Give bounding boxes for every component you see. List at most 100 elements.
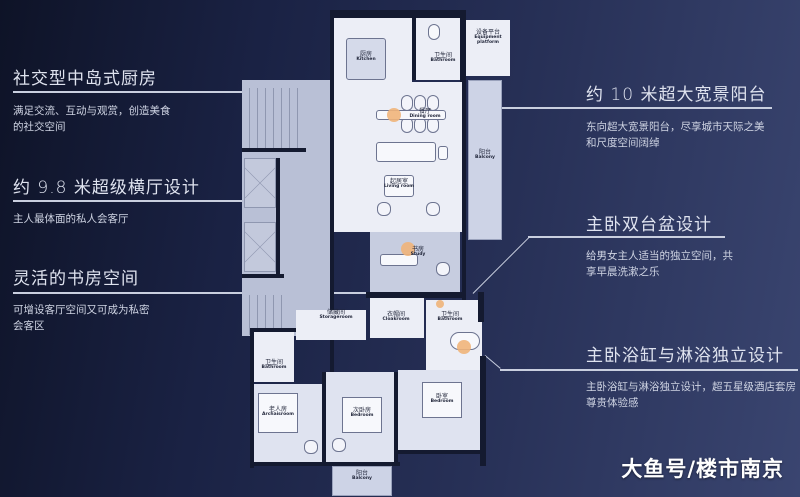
room-balcony-south — [332, 466, 392, 496]
label-en: Dining room — [409, 114, 441, 120]
bed-master — [422, 382, 462, 418]
wall — [322, 372, 326, 466]
label-storage: 储藏间 Storageroom — [316, 309, 356, 321]
room-storage — [296, 310, 366, 340]
label-cloakroom: 衣帽间 Cloakroom — [376, 311, 416, 323]
bed-second — [342, 397, 382, 433]
desc-line: 满足交流、互动与观赏，创造美食 — [13, 105, 171, 117]
staircase — [242, 88, 300, 148]
watermark: 大鱼号/楼市南京 — [621, 457, 784, 481]
desc-line: 东向超大宽景阳台，尽享城市天际之美 — [586, 121, 765, 133]
floor-plan: 厨房 Kitchen 卫生间 Bathroom 设备平台 Equipment p… — [236, 10, 526, 496]
callout-desc: 给男女主人适当的独立空间，共 享早晨洗漱之乐 — [586, 248, 733, 280]
label-second-bedroom: 次卧房 Bedroom — [342, 407, 382, 419]
callout-desc: 主人最体面的私人会客厅 — [13, 211, 200, 227]
wall — [394, 372, 398, 466]
exterior-wall — [462, 82, 466, 312]
callout-desc: 满足交流、互动与观赏，创造美食 的社交空间 — [13, 103, 171, 135]
elevator-shaft — [244, 158, 276, 208]
desc-line: 尊贵体验感 — [586, 397, 639, 409]
leader-line — [13, 292, 409, 294]
label-study: 书房 Study — [406, 246, 430, 258]
study-chair — [436, 262, 450, 276]
label-cn: 储藏间 — [326, 309, 345, 316]
label-cn: 次卧房 — [352, 407, 371, 414]
room-cloakroom — [370, 298, 424, 338]
armchair — [377, 202, 391, 216]
label-en: Cloakroom — [382, 317, 410, 323]
label-en: Living room — [384, 184, 414, 190]
label-dining: 餐厅 Dining room — [408, 108, 442, 120]
room-balcony-east — [468, 80, 502, 240]
callout-desc: 主卧浴缸与淋浴独立设计，超五星级酒店套房 尊贵体验感 — [586, 379, 796, 411]
desc-line: 主人最体面的私人会客厅 — [13, 213, 129, 225]
label-cn: 卫生间 — [440, 311, 459, 318]
elevator-shaft — [244, 222, 276, 272]
label-cn: 老人房 — [268, 406, 287, 413]
callout-title: 主卧双台盆设计 — [586, 215, 712, 235]
leader-line — [13, 200, 398, 202]
label-en: Bedroom — [430, 399, 454, 405]
label-bathroom-west: 卫生间 Bathroom — [256, 359, 292, 371]
label-en: Storageroom — [319, 315, 353, 321]
exterior-wall — [250, 328, 254, 468]
label-balcony-east: 阳台 Balcony — [468, 149, 502, 161]
callout-title: 主卧浴缸与淋浴独立设计 — [586, 346, 784, 366]
desc-line: 主卧浴缸与淋浴独立设计，超五星级酒店套房 — [586, 381, 796, 393]
wall — [460, 10, 466, 82]
wall — [250, 328, 296, 332]
leader-line — [480, 107, 772, 109]
label-en: Balcony — [352, 476, 372, 482]
exterior-wall — [330, 10, 464, 18]
label-cn: 书房 — [411, 246, 424, 253]
label-cn: 阳台 — [355, 470, 368, 477]
callout-desc: 可增设客厅空间又可成为私密 会客区 — [13, 302, 150, 334]
label-cn: 卧室 — [435, 393, 448, 400]
callout-master-bath: 主卧浴缸与淋浴独立设计 主卧浴缸与淋浴独立设计，超五星级酒店套房 尊贵体验感 — [586, 341, 796, 411]
label-cn: 设备平台 — [475, 29, 500, 36]
leader-line — [500, 369, 798, 371]
wall — [242, 148, 306, 152]
leader-line — [13, 91, 398, 93]
bed-elder — [258, 393, 298, 433]
wall — [242, 274, 284, 278]
side-table — [438, 146, 448, 160]
label-en: Equipment platform — [474, 35, 502, 46]
coffee-table — [384, 175, 414, 197]
dining-table — [376, 110, 446, 120]
label-cn: 起居室 — [389, 178, 408, 185]
callout-title: 社交型中岛式厨房 — [13, 69, 157, 89]
wall — [478, 292, 484, 322]
sofa — [376, 142, 436, 162]
wall — [366, 292, 466, 298]
desk — [380, 254, 418, 266]
label-en: Bathroom — [261, 365, 287, 371]
label-bathroom-master: 卫生间 Bathroom — [432, 311, 468, 323]
label-cn: 卫生间 — [433, 52, 452, 59]
exterior-wall — [330, 10, 334, 460]
label-equipment: 设备平台 Equipment platform — [466, 29, 510, 46]
callout-living-hall: 约 9.8 米超级横厅设计 主人最体面的私人会客厅 — [13, 173, 200, 227]
desc-line: 享早晨洗漱之乐 — [586, 266, 660, 278]
armchair — [304, 440, 318, 454]
label-cn: 厨房 — [359, 51, 372, 58]
highlight-dot-basin — [436, 300, 444, 308]
highlight-dot-study — [401, 242, 415, 256]
armchair — [332, 438, 346, 452]
label-cn: 衣帽间 — [386, 311, 405, 318]
highlight-dot-bathtub — [457, 340, 471, 354]
label-kitchen: 厨房 Kitchen — [346, 51, 386, 63]
callout-title: 约 9.8 米超级横厅设计 — [13, 178, 200, 198]
exterior-wall — [398, 450, 486, 454]
exterior-wall — [480, 356, 486, 466]
desc-line: 的社交空间 — [13, 121, 66, 133]
toilet — [428, 24, 440, 40]
callout-double-basin: 主卧双台盆设计 给男女主人适当的独立空间，共 享早晨洗漱之乐 — [586, 210, 733, 280]
leader-line — [528, 236, 725, 238]
wall — [412, 18, 416, 80]
label-en: Balcony — [475, 155, 495, 161]
label-elder: 老人房 Archaisroom — [258, 406, 298, 418]
label-en: Study — [410, 252, 426, 258]
callout-kitchen: 社交型中岛式厨房 满足交流、互动与观赏，创造美食 的社交空间 — [13, 64, 171, 135]
